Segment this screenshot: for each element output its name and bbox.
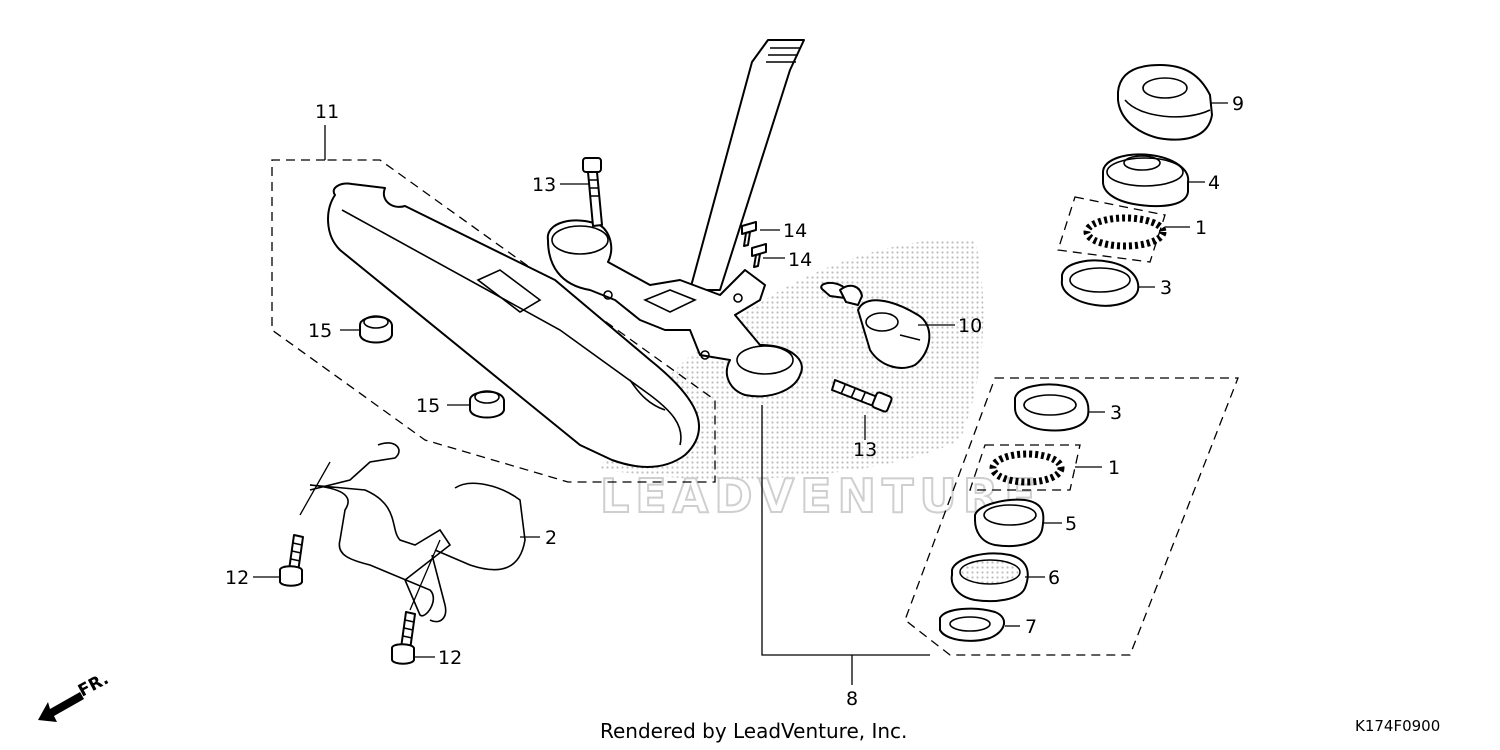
group-boundary-11 bbox=[271, 159, 716, 483]
nut-9 bbox=[1117, 64, 1213, 141]
bolt-12-a bbox=[279, 534, 304, 587]
callout-15-a: 15 bbox=[308, 320, 332, 342]
callout-11: 11 bbox=[315, 101, 339, 123]
callout-1-top: 1 bbox=[1195, 217, 1207, 239]
callout-6: 6 bbox=[1048, 567, 1060, 589]
watermark-text: LEADVENTURE bbox=[600, 469, 1042, 523]
callout-12-b: 12 bbox=[438, 647, 462, 669]
callout-7: 7 bbox=[1025, 616, 1037, 638]
bearing-race-3-top bbox=[1060, 259, 1140, 307]
ball-bearing-1-top bbox=[1057, 196, 1167, 263]
leader-lines bbox=[253, 102, 1228, 685]
callout-3-bottom: 3 bbox=[1110, 402, 1122, 424]
bolt-12-b bbox=[391, 611, 416, 665]
ball-bearing-1-bottom bbox=[969, 444, 1081, 491]
wire-clip-2 bbox=[309, 442, 526, 623]
callout-5: 5 bbox=[1065, 513, 1077, 535]
callout-13-bottom: 13 bbox=[853, 439, 877, 461]
grommet-15-b bbox=[469, 390, 505, 419]
callout-14-a: 14 bbox=[783, 220, 807, 242]
steering-stem-cover bbox=[327, 182, 701, 468]
diagram-code: K174F0900 bbox=[1355, 717, 1440, 735]
dust-seal-6 bbox=[950, 552, 1029, 603]
steering-stem bbox=[546, 39, 805, 398]
callout-12-a: 12 bbox=[225, 567, 249, 589]
callout-4: 4 bbox=[1208, 172, 1220, 194]
bearing-race-4 bbox=[1102, 153, 1190, 208]
front-indicator: FR. bbox=[38, 669, 112, 722]
callout-1-bottom: 1 bbox=[1108, 457, 1120, 479]
callout-13-top: 13 bbox=[532, 174, 556, 196]
bolt-13-top bbox=[582, 157, 603, 227]
group-boundary-lower bbox=[904, 377, 1239, 656]
grommet-15-a bbox=[359, 315, 393, 344]
callout-10: 10 bbox=[958, 315, 982, 337]
callouts: 11 13 14 14 15 15 10 13 2 12 12 8 9 4 1 … bbox=[225, 93, 1244, 710]
callout-9: 9 bbox=[1232, 93, 1244, 115]
callout-14-b: 14 bbox=[788, 249, 812, 271]
steering-lock bbox=[820, 281, 931, 369]
bearing-race-5 bbox=[974, 498, 1045, 548]
callout-3-top: 3 bbox=[1160, 277, 1172, 299]
bolt-13-bottom bbox=[831, 379, 893, 413]
rendered-by-label: Rendered by LeadVenture, Inc. bbox=[600, 719, 907, 743]
bearing-race-3-bottom bbox=[1014, 383, 1090, 432]
callout-2: 2 bbox=[545, 527, 557, 549]
front-arrow-icon bbox=[38, 692, 84, 722]
callout-15-b: 15 bbox=[416, 395, 440, 417]
screws-14 bbox=[741, 221, 767, 268]
callout-8: 8 bbox=[846, 688, 858, 710]
washer-7 bbox=[939, 607, 1005, 642]
